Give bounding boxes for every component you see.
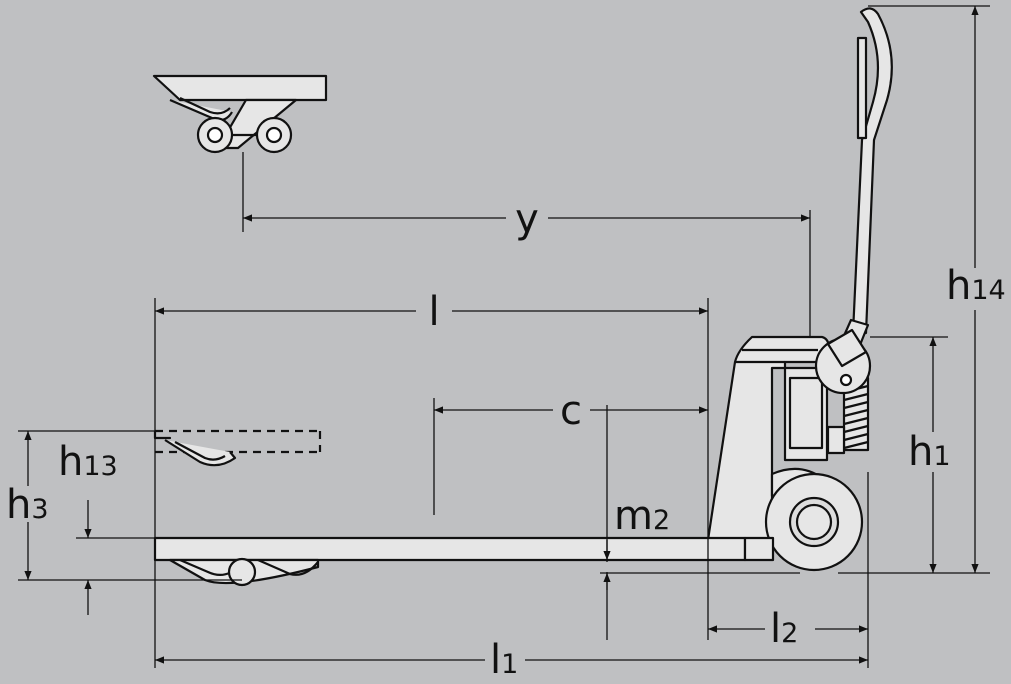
label-l1: l1	[490, 637, 518, 679]
label-c: c	[560, 388, 582, 434]
tiller-pivot	[814, 328, 872, 395]
label-h1: h1	[908, 429, 951, 475]
truck-chassis	[706, 335, 831, 542]
fork	[153, 536, 775, 587]
dimension-lines	[18, 5, 990, 668]
label-l: l	[428, 289, 439, 335]
fork-raised-outline	[153, 429, 322, 467]
label-y: y	[515, 196, 539, 242]
load-roller-detail	[152, 74, 328, 154]
label-h13: h13	[58, 439, 118, 485]
hydraulic-unit	[783, 366, 846, 462]
pallet-truck-side-view	[152, 7, 893, 587]
steering-wheel	[764, 467, 864, 572]
dimension-labels: y l c h13 h3 m2 h1 h14 l2 l1	[6, 196, 1006, 683]
label-h14: h14	[946, 263, 1006, 309]
label-m2: m2	[614, 493, 670, 539]
label-h3: h3	[6, 482, 49, 528]
label-l2: l2	[770, 606, 798, 652]
tiller-handle	[841, 7, 893, 347]
